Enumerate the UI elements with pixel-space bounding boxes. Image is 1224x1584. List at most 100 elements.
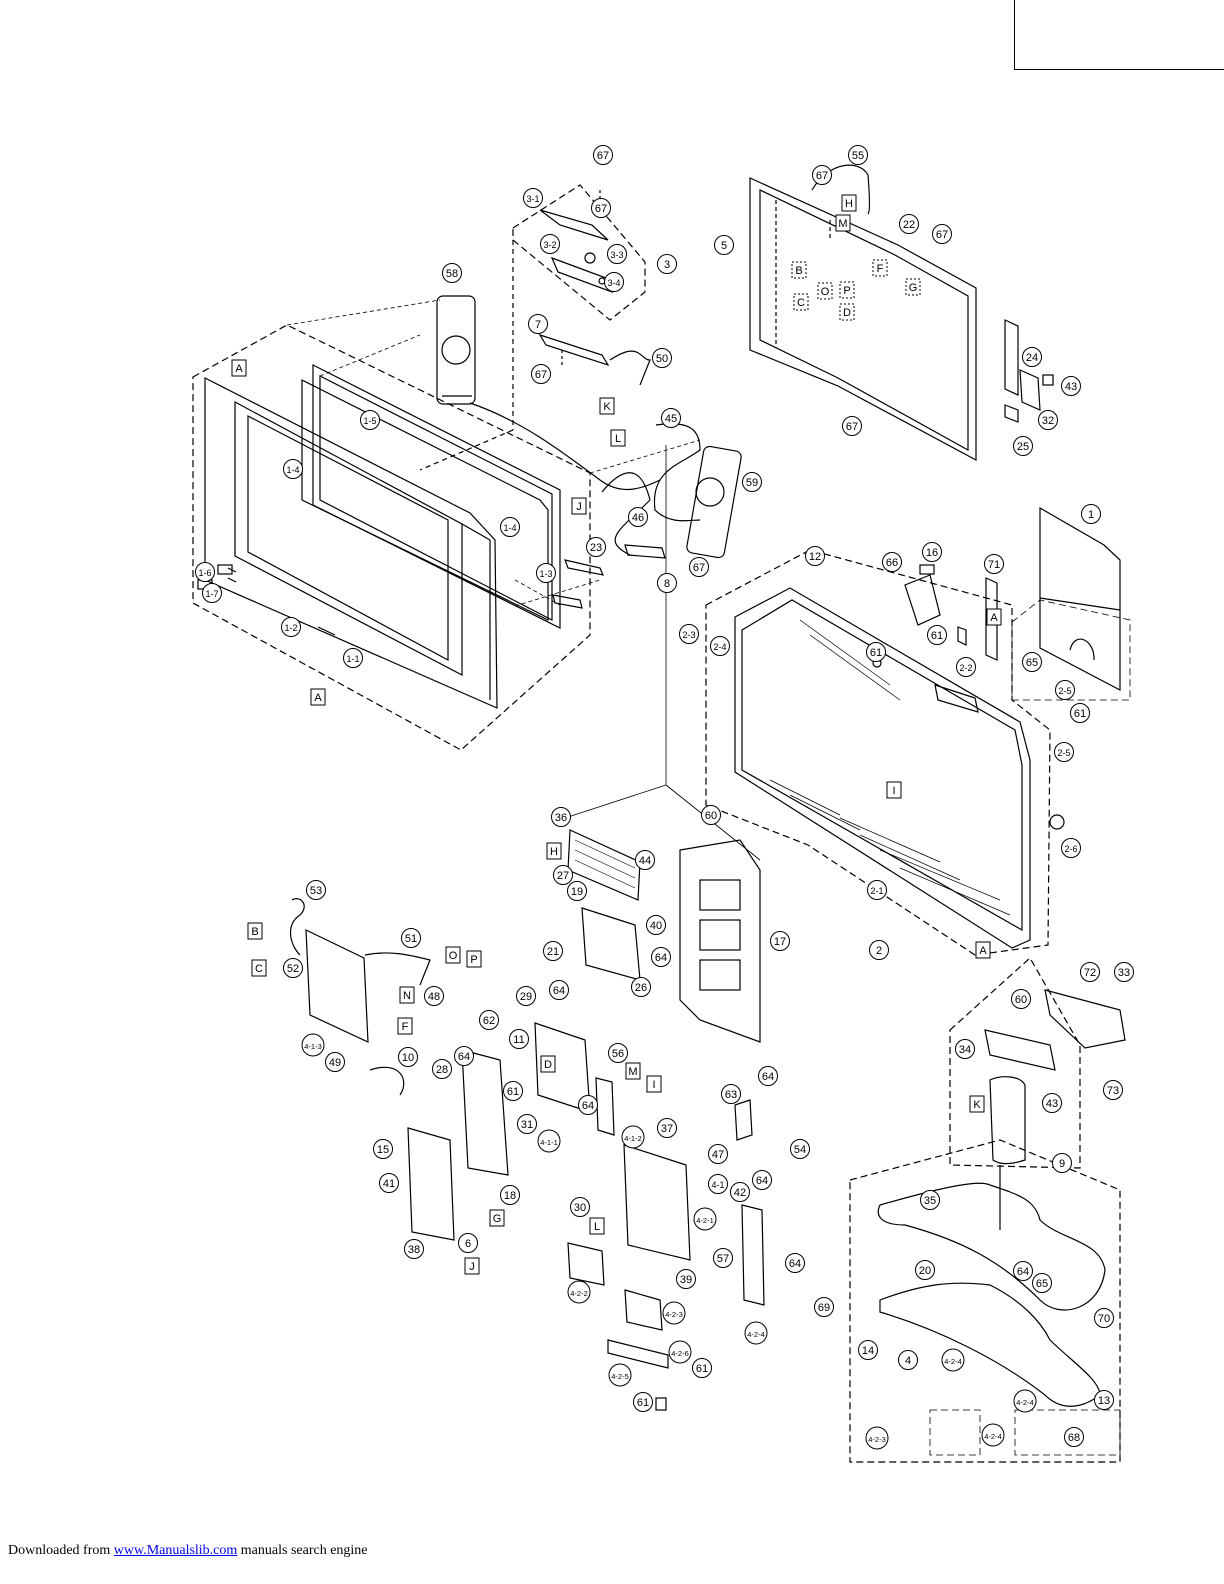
part-callout-4-2-6: 4-2-6 [668, 1340, 692, 1364]
ref-box-b: B [247, 922, 263, 940]
callout-text: 54 [794, 1144, 806, 1156]
callout-text: 34 [959, 1044, 971, 1056]
callout-text: 4-2-4 [1016, 1398, 1034, 1407]
av-board-6 [623, 1144, 691, 1261]
part-callout-33: 33 [1114, 962, 1134, 982]
ref-box-f: F [872, 259, 888, 277]
part-callout-40: 40 [646, 915, 666, 935]
callout-text: C [797, 297, 805, 309]
callout-text: 2 [876, 945, 882, 957]
callout-text: 4-2-3 [868, 1435, 886, 1444]
board-35 [407, 1127, 455, 1241]
callout-text: 4-1-3 [304, 1042, 322, 1051]
callout-text: 1-6 [198, 568, 211, 578]
callout-text: 47 [712, 1149, 724, 1161]
panel-part-24 [1004, 319, 1019, 396]
part-callout-47: 47 [708, 1144, 728, 1164]
callout-text: 42 [734, 1187, 746, 1199]
part-callout-3-2: 3-2 [540, 234, 560, 254]
part-callout-51: 51 [401, 928, 421, 948]
callout-text: 49 [329, 1057, 341, 1069]
callout-text: 41 [383, 1178, 395, 1190]
part-callout-2-5: 2-5 [1054, 742, 1074, 762]
callout-text: 1-5 [363, 416, 376, 426]
part-callout-2-4: 2-4 [710, 636, 730, 656]
part-callout-11: 11 [509, 1029, 529, 1049]
part-callout-36: 36 [551, 807, 571, 827]
rear-cover-boundary [1011, 599, 1131, 701]
part-callout-67: 67 [591, 198, 611, 218]
part-callout-61: 61 [692, 1358, 712, 1378]
part-callout-68: 68 [1064, 1427, 1084, 1447]
callout-text: A [314, 692, 322, 704]
callout-text: C [255, 963, 263, 975]
part-callout-67: 67 [932, 224, 952, 244]
part-callout-55: 55 [848, 145, 868, 165]
callout-text: 71 [988, 559, 1000, 571]
front-cabinet-boundary [192, 324, 591, 751]
callout-text: 20 [919, 1265, 931, 1277]
callout-text: 39 [680, 1274, 692, 1286]
stand-hinge-boundary [949, 957, 1081, 1169]
callout-text: 67 [535, 369, 547, 381]
part-callout-29: 29 [516, 986, 536, 1006]
part-callout-67: 67 [689, 557, 709, 577]
part-callout-18: 18 [500, 1185, 520, 1205]
ref-box-a: A [975, 941, 991, 959]
part-callout-4-2-1: 4-2-1 [693, 1207, 717, 1231]
part-callout-72: 72 [1080, 962, 1100, 982]
part-callout-2-2: 2-2 [956, 657, 976, 677]
callout-text: B [795, 265, 802, 277]
ref-box-b: B [791, 261, 807, 279]
part-callout-42: 42 [730, 1182, 750, 1202]
rear-part-16 [904, 574, 941, 626]
ref-box-k: K [969, 1095, 985, 1113]
stand-plate-4-2-2 [879, 1282, 1101, 1407]
part-callout-3-4: 3-4 [604, 272, 624, 292]
callout-text: 4-2-4 [944, 1357, 962, 1366]
part-callout-1-2: 1-2 [281, 617, 301, 637]
part-callout-57: 57 [713, 1248, 733, 1268]
part-callout-63: 63 [721, 1084, 741, 1104]
callout-text: 4-2-4 [984, 1432, 1002, 1441]
callout-text: 70 [1098, 1313, 1110, 1325]
callout-text: P [843, 285, 850, 297]
callout-text: A [979, 945, 987, 957]
part-callout-61: 61 [927, 625, 947, 645]
ref-box-h: H [841, 194, 857, 212]
callout-text: 2-6 [1064, 844, 1077, 854]
part-callout-52: 52 [283, 958, 303, 978]
part-callout-65: 65 [1022, 652, 1042, 672]
callout-text: 43 [1065, 381, 1077, 393]
speaker-59 [686, 445, 742, 559]
footer: Downloaded from www.Manualslib.com manua… [8, 1543, 368, 1559]
callout-text: 1-1 [346, 654, 359, 664]
callout-text: 61 [507, 1086, 519, 1098]
part-callout-32: 32 [1038, 410, 1058, 430]
callout-text: O [821, 286, 830, 298]
connector-board-8 [624, 544, 666, 559]
heatsink-36 [567, 829, 641, 901]
footer-link[interactable]: www.Manualslib.com [113, 1543, 238, 1558]
callout-text: 1 [1088, 509, 1094, 521]
part-callout-64: 64 [549, 980, 569, 1000]
callout-text: M [838, 218, 847, 230]
callout-text: 4-1-1 [540, 1138, 558, 1147]
callout-text: D [544, 1059, 552, 1071]
part-callout-67: 67 [812, 165, 832, 185]
part-callout-62: 62 [479, 1010, 499, 1030]
part-callout-2: 2 [869, 940, 889, 960]
callout-text: L [594, 1221, 600, 1233]
part-callout-70: 70 [1094, 1308, 1114, 1328]
callout-text: 45 [665, 413, 677, 425]
callout-text: G [909, 282, 918, 294]
callout-text: 67 [816, 170, 828, 182]
part-callout-9: 9 [1052, 1153, 1072, 1173]
callout-text: 18 [504, 1190, 516, 1202]
callout-text: 4-2-4 [747, 1330, 765, 1339]
part-callout-45: 45 [661, 408, 681, 428]
callout-text: 35 [924, 1195, 936, 1207]
part-callout-64: 64 [758, 1066, 778, 1086]
part-callout-4-1: 4-1 [708, 1174, 728, 1194]
